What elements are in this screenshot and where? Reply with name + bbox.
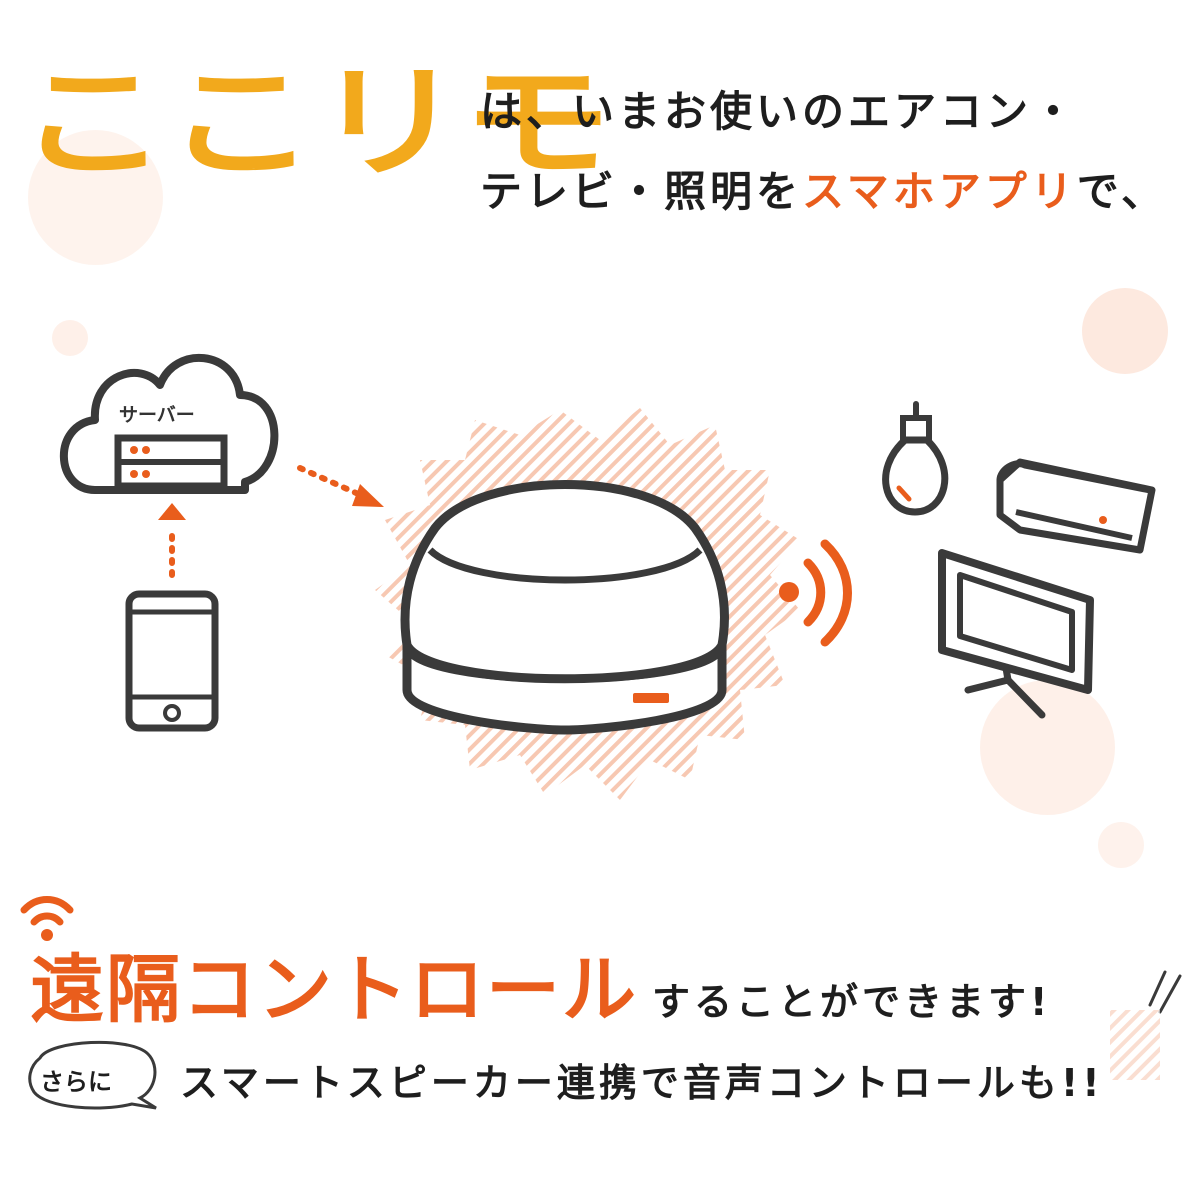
- headline-tail: することができます!: [652, 980, 1052, 1024]
- wifi-icon: [20, 896, 74, 941]
- badge-bubble: [28, 1040, 157, 1110]
- arrow-right-icon: [297, 465, 384, 507]
- television-icon: [938, 549, 1094, 719]
- cloud-server-icon: [59, 353, 279, 494]
- headline: 遠隔コントロールすることができます!: [30, 930, 1051, 1037]
- intro-line-1-text: は、いまお使いのエアコン・: [480, 87, 1079, 136]
- server-label: サーバー: [119, 404, 195, 426]
- intro-line-2: テレビ・照明をスマホアプリで、: [480, 158, 1167, 219]
- bg-circle-2: [52, 320, 88, 356]
- arrow-up-icon: [158, 503, 186, 578]
- voice-control-line: スマートスピーカー連携で音声コントロールも!!: [180, 1061, 1104, 1105]
- light-bulb-icon: [882, 401, 949, 516]
- logo: ここリモ: [18, 52, 612, 195]
- intro-line-2-prefix: テレビ・照明を: [480, 167, 803, 216]
- badge-label: さらに: [40, 1068, 112, 1096]
- intro-line-1: は、いまお使いのエアコン・: [480, 78, 1078, 139]
- bg-circle-5: [1098, 822, 1144, 868]
- air-conditioner-icon: [996, 458, 1156, 554]
- smartphone-icon: [125, 590, 219, 732]
- headline-main: 遠隔コントロール: [30, 947, 638, 1033]
- hub-device-icon: [400, 480, 729, 735]
- emphasis-slashes: [1148, 970, 1182, 1014]
- bg-circle-3: [1082, 288, 1168, 374]
- intro-line-2-accent: スマホアプリ: [802, 167, 1077, 216]
- bg-circle-1: [28, 130, 163, 265]
- signal-waves-icon: [779, 539, 852, 647]
- intro-line-2-suffix: で、: [1076, 167, 1168, 216]
- bg-stripes-accent: [1110, 1010, 1160, 1080]
- bg-circle-4: [980, 680, 1115, 815]
